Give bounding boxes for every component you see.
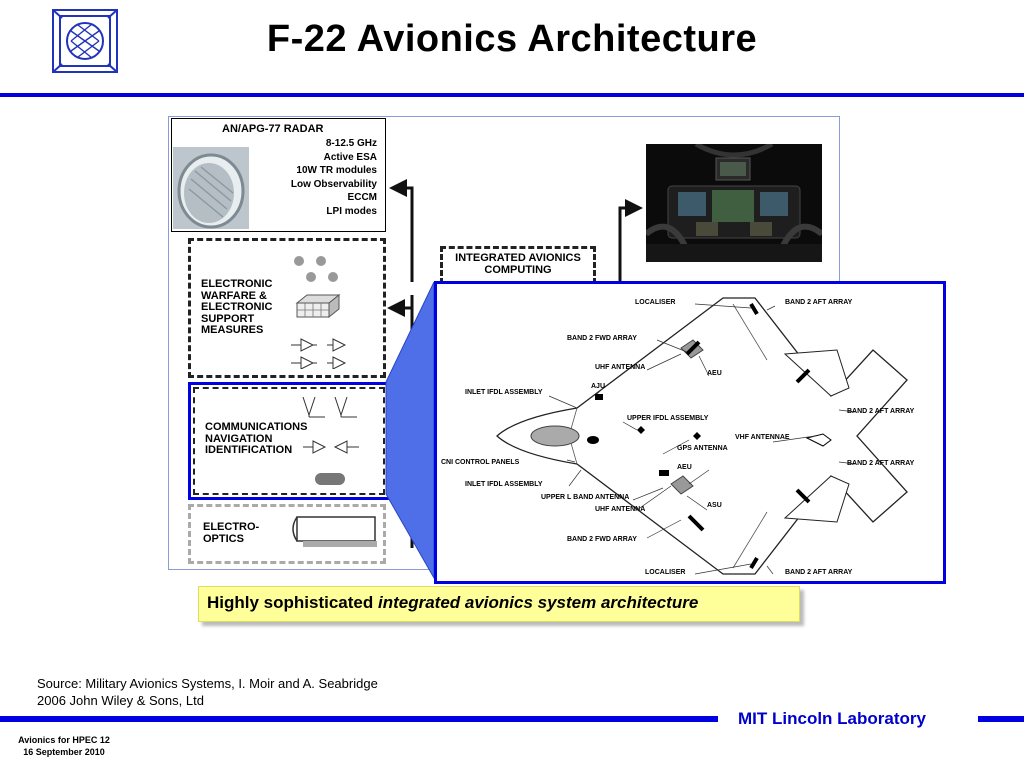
aircraft-antenna-layout: LOCALISER BAND 2 AFT ARRAY BAND 2 FWD AR… [434,281,946,584]
label-localiser-bottom: LOCALISER [645,569,686,576]
radar-specs: 8-12.5 GHz Active ESA 10W TR modules Low… [291,137,377,218]
footer-bar-right [978,716,1024,722]
radar-antenna-image [173,147,249,229]
footer-info: Avionics for HPEC 12 16 September 2010 [18,735,110,757]
cni-inner-border [193,387,385,495]
ew-sensor-icons [291,256,347,369]
radar-box: AN/APG-77 RADAR 8-12.5 GHz Active ESA 10… [171,118,386,232]
radar-spec: 10W TR modules [296,165,377,176]
label-aeu-top: AEU [707,370,722,377]
footer-bar-left [0,716,718,722]
label-inlet-bottom: INLET IFDL ASSEMBLY [465,481,543,488]
label-aju: AJU [591,383,606,390]
label-uhf-top: UHF ANTENNA [595,364,646,371]
label-localiser-top: LOCALISER [635,299,676,306]
eo-label: ELECTRO-OPTICS [203,521,260,545]
title-divider [0,93,1024,97]
radar-title: AN/APG-77 RADAR [222,123,324,135]
label-uhf-bottom: UHF ANTENNA [595,506,646,513]
eo-sensor-icon [292,516,377,547]
cockpit-image [646,144,822,262]
label-vhf: VHF ANTENNAE [735,434,790,441]
caption-box: Highly sophisticated integrated avionics… [198,586,800,622]
label-band2-aft-bottom: BAND 2 AFT ARRAY [785,569,853,576]
label-band2-aft-top: BAND 2 AFT ARRAY [785,299,853,306]
mit-ll-logo [52,9,118,73]
aircraft-outline [496,297,908,575]
label-band2-fwd-top: BAND 2 FWD ARRAY [567,335,637,342]
label-band2-aft-right2: BAND 2 AFT ARRAY [847,460,915,467]
label-aeu-bottom: AEU [677,464,692,471]
page-title: F-22 Avionics Architecture [266,18,758,60]
radar-spec: 8-12.5 GHz [325,138,377,149]
label-inlet-top: INLET IFDL ASSEMBLY [465,389,543,396]
label-upper-l-band: UPPER L BAND ANTENNA [541,494,630,501]
eo-box: ELECTRO-OPTICS [188,504,386,564]
label-band2-fwd-bottom: BAND 2 FWD ARRAY [567,536,637,543]
radar-spec: ECCM [347,192,377,203]
radar-spec: Low Observability [290,178,377,190]
lab-name: MIT Lincoln Laboratory [738,709,926,728]
cni-antenna-icons [302,396,359,485]
label-gps: GPS ANTENNA [677,445,728,452]
source-citation: Source: Military Avionics Systems, I. Mo… [37,676,378,708]
radar-spec: Active ESA [323,151,377,163]
label-upper-ifdl: UPPER IFDL ASSEMBLY [627,415,709,422]
label-cni-panels: CNI CONTROL PANELS [441,459,520,466]
label-asu: ASU [707,502,722,509]
caption-text: Highly sophisticated integrated avionics… [207,593,699,612]
radar-spec: LPI modes [326,205,377,217]
label-band2-aft-right1: BAND 2 AFT ARRAY [847,408,915,415]
